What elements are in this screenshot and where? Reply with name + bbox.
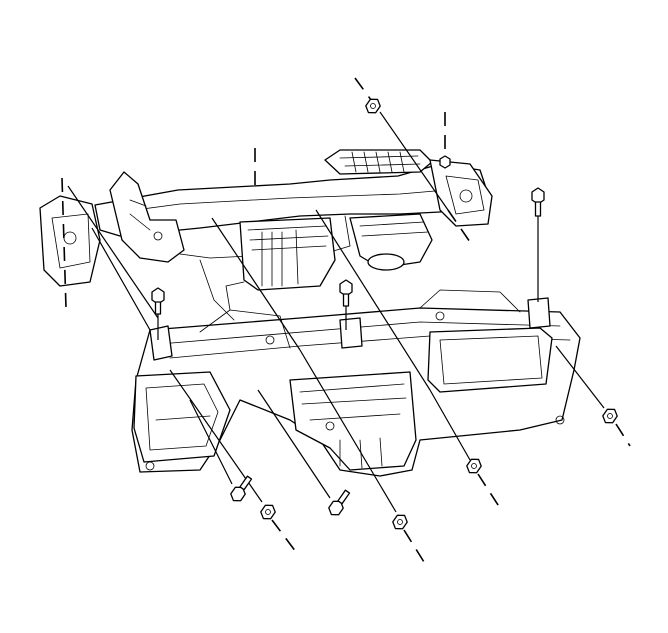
bolt-right-vertical (439, 155, 451, 169)
bolt-top-right-vertical (531, 187, 545, 217)
alignment-lines (61, 77, 631, 563)
right-end-bracket (429, 159, 493, 227)
nut-center-lower (466, 458, 482, 474)
bolt-center-vertical (339, 279, 353, 307)
nut-top-center (365, 98, 381, 114)
bolt-bottom-center (328, 489, 351, 516)
cross-car-beam (94, 149, 491, 291)
bolt-bottom-left (230, 475, 253, 502)
bolt-left-vertical (151, 287, 165, 315)
left-end-bracket (39, 171, 185, 287)
lower-carrier-frame (131, 259, 581, 477)
nut-bottom-left-center (260, 504, 276, 520)
nut-bottom-center-right (392, 514, 408, 530)
nut-right-lower (602, 408, 618, 424)
